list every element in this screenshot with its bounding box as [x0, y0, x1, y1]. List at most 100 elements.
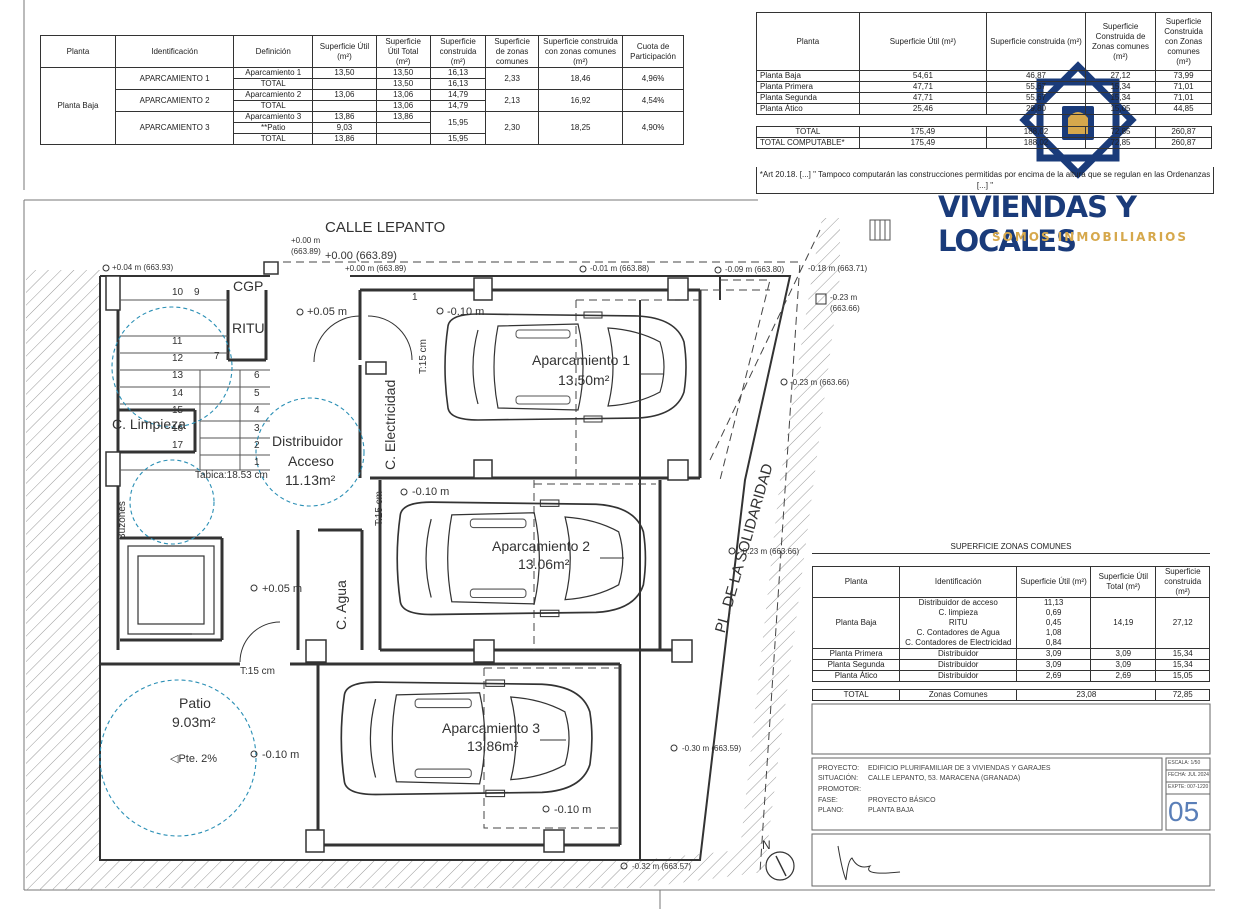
t1-cell: Aparcamiento 2 [233, 89, 314, 101]
t15-label: T:15 cm [374, 490, 385, 526]
stair-number: 7 [214, 351, 220, 362]
stair-number: 2 [254, 440, 260, 451]
t3-cell: Distribuidor [899, 648, 1018, 660]
t1-id: APARCAMIENTO 2 [114, 89, 235, 112]
t1-cell: 15,95 [429, 133, 487, 145]
tb-value: EDIFICIO PLURIFAMILIAR DE 3 VIVIENDAS Y … [868, 765, 1051, 772]
t1-cell: Aparcamiento 1 [233, 67, 314, 79]
t3-cell: 15,05 [1155, 670, 1210, 682]
room-cgp: CGP [233, 278, 264, 294]
stair-number: 9 [194, 287, 200, 298]
t2-cell: 55,67 [986, 81, 1086, 93]
level-label: -0.23 m [830, 293, 858, 302]
stair-number: 11 [172, 336, 183, 347]
room-patio: Patio [179, 695, 211, 711]
room-ap3: Aparcamiento 3 [442, 720, 541, 736]
t3-cell: C. limpieza [899, 608, 1018, 618]
level-label: -0.23 m (663.66) [740, 547, 800, 556]
t1-cell: 13,50 [375, 67, 431, 79]
t1-header: Planta [40, 35, 116, 68]
t3-cell: 14,19 [1090, 597, 1157, 649]
t1-cell: 16,13 [429, 67, 487, 79]
t1-cell: 13,50 [312, 67, 377, 79]
level-label: -0.10 m [262, 749, 300, 761]
room-ap3-area: 13.86m² [467, 738, 519, 754]
t1-cell: 16,13 [429, 78, 487, 90]
t3-cell: 3,09 [1090, 648, 1157, 660]
t1-cell: 14,79 [429, 100, 487, 112]
hatched-wall-bottom [100, 860, 640, 888]
t3-cell: 15,34 [1155, 648, 1210, 660]
t3-cell: Planta Segunda [811, 659, 901, 671]
t1-cell: 4,54% [622, 89, 684, 112]
tb-label: PROMOTOR: [818, 786, 862, 793]
stair-number: 15 [172, 405, 184, 416]
t1-cell: 14,79 [429, 89, 487, 101]
level-label: +0.05 m [262, 583, 303, 595]
t2-computable: 188,02 [986, 137, 1086, 149]
t3-header: Planta [811, 566, 901, 598]
t1-cell: 13,06 [375, 100, 431, 112]
hatched-wall-left [26, 270, 100, 890]
t3-cell: 3,09 [1016, 648, 1092, 660]
level-label: +0.00 m (663.89) [345, 264, 407, 273]
t1-header: Superficie Útil (m²) [312, 35, 377, 68]
t3-cell: Planta Ático [811, 670, 901, 682]
t2-cell: 54,61 [858, 70, 988, 82]
room-agua: C. Agua [333, 580, 349, 630]
stair-number: 13 [172, 370, 184, 381]
t2-computable: TOTAL COMPUTABLE* [756, 137, 860, 149]
street-top-label: CALLE LEPANTO [325, 219, 446, 236]
t3-cell: 2,69 [1016, 670, 1092, 682]
t1-floor: Planta Baja [40, 67, 116, 145]
t1-cell: **Patio [233, 122, 314, 134]
room-ap1-area: 13.50m² [558, 372, 610, 388]
t1-cell: 13,06 [312, 89, 377, 101]
t3-cell: C. Contadores de Electricidad [899, 638, 1018, 649]
t2-cell: Planta Primera [756, 81, 860, 93]
t3-cell: 11,13 [1016, 597, 1092, 608]
t3-header: Superficie Útil (m²) [1016, 566, 1092, 598]
level-label: -0.18 m (663.71) [808, 264, 868, 273]
t1-header: Superficie de zonas comunes [485, 35, 539, 68]
level-label: +0.05 m [307, 306, 348, 318]
t3-cell: 2,69 [1090, 670, 1157, 682]
t3-header: Identificación [899, 566, 1018, 598]
t3-cell: 15,34 [1155, 659, 1210, 671]
t2-computable: 260,87 [1155, 137, 1212, 149]
tabica-label: Tabica:18.53 cm [195, 470, 268, 481]
level-label: (663.89) [291, 247, 321, 256]
t2-cell: 71,01 [1155, 92, 1212, 104]
t1-cell [312, 78, 377, 90]
room-electricidad: C. Electricidad [382, 379, 398, 470]
room-acceso: Acceso [288, 453, 334, 469]
north-arrow [765, 851, 795, 881]
t3-title: SUPERFICIE ZONAS COMUNES [812, 542, 1210, 554]
t1-header: Definición [233, 35, 314, 68]
room-buzones: Buzones [117, 501, 128, 540]
t2-total: 188,02 [986, 126, 1086, 138]
t1-cell [375, 122, 431, 134]
level-label: +0.00 m [291, 236, 321, 245]
t2-computable: 72,85 [1084, 137, 1157, 149]
room-patio-area: 9.03m² [172, 714, 216, 730]
t3-cell: 1,08 [1016, 628, 1092, 638]
t2-header: Superficie Construida de Zonas comunes (… [1084, 12, 1157, 71]
t2-note: *Art 20.18. [...] " Tampoco computarán l… [756, 167, 1214, 194]
tb-value: PROYECTO BÁSICO [868, 797, 936, 804]
t1-header: Superficie Útil Total (m²) [375, 35, 431, 68]
room-distribuidor-area: 11.13m² [285, 472, 336, 488]
stair-number: 12 [172, 353, 184, 364]
t2-cell: 15,05 [1084, 103, 1157, 115]
t2-header: Planta [756, 12, 860, 71]
hatched-wall-right [640, 218, 840, 888]
stair-number: 1 [254, 457, 260, 468]
t1-cell: 13,86 [312, 111, 377, 123]
t2-cell: 15,34 [1084, 81, 1157, 93]
t3-cell: 3,09 [1090, 659, 1157, 671]
logo-title: VIVIENDAS Y LOCALES [938, 190, 1137, 258]
t2-cell: 46,87 [986, 70, 1086, 82]
tb-label: SITUACIÓN: [818, 775, 859, 782]
t2-cell: 29,80 [986, 103, 1086, 115]
t3-cell: C. Contadores de Agua [899, 628, 1018, 638]
